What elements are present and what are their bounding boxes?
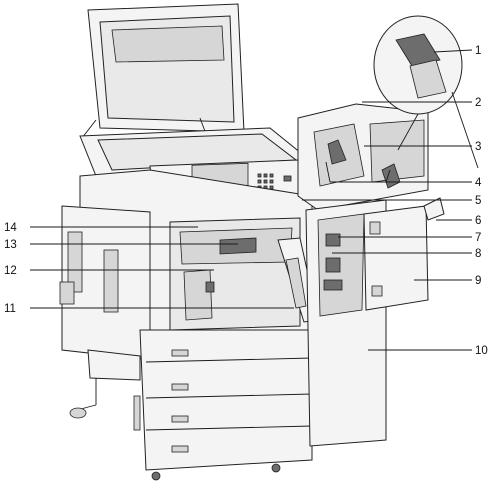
callout-line-4a [325,161,331,183]
callout-5: 5 [475,195,481,207]
callout-14: 14 [4,222,17,234]
callout-4: 4 [475,177,482,189]
callout-1: 1 [475,45,481,57]
callout-lines [30,49,473,351]
callout-12: 12 [4,265,17,277]
callout-line-4c [385,169,391,183]
callout-2: 2 [475,97,481,109]
callout-8: 8 [475,248,481,260]
callout-labels: 1 2 3 4 5 6 7 8 9 10 11 12 13 14 [4,45,488,357]
side-stand [69,349,141,419]
callout-7: 7 [475,232,481,244]
callout-line-1 [433,49,473,53]
callout-11: 11 [4,303,16,315]
finisher-unit [297,103,445,447]
callout-6: 6 [475,215,481,227]
document-feeder-lid [81,3,245,139]
callout-13: 13 [4,239,17,251]
detail-inset [373,15,479,169]
callout-3: 3 [475,141,481,153]
callout-9: 9 [475,275,481,287]
callout-10: 10 [475,345,488,357]
main-body [59,169,319,361]
paper-trays [133,329,313,481]
